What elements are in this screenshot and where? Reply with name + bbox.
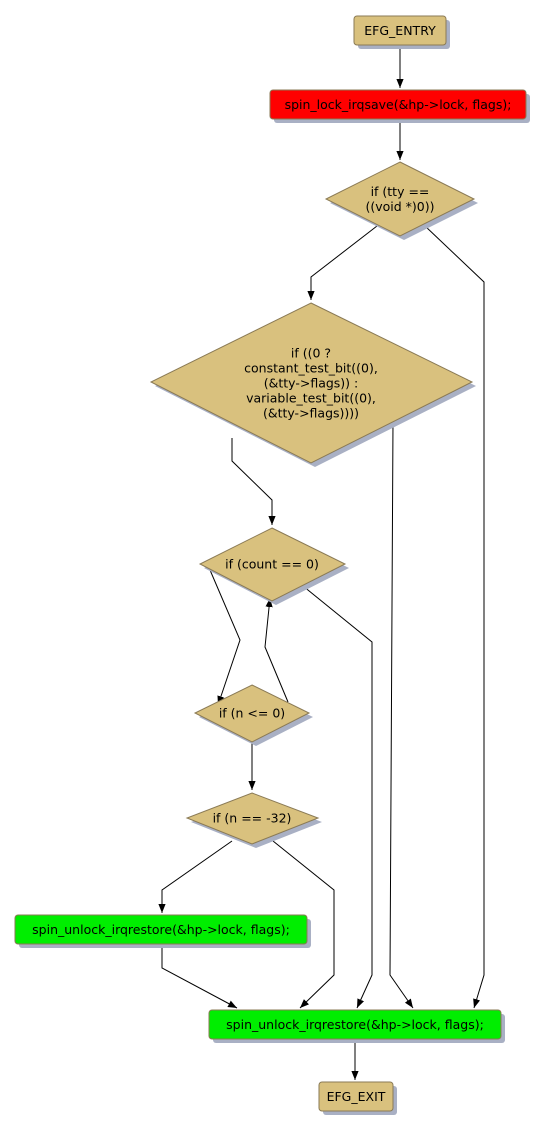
node-if-count-zero: if (count == 0) xyxy=(198,527,349,605)
node-spin-unlock-2: spin_unlock_irqrestore(&hp->lock, flags)… xyxy=(208,1009,505,1043)
node-if-n-eq-minus-32-label: if (n == -32) xyxy=(213,811,292,826)
edge-if-tty-to-if-test-bit xyxy=(307,225,378,300)
edge-if-n-le-to-if-count xyxy=(264,597,289,703)
node-if-n-le-zero: if (n <= 0) xyxy=(193,684,313,746)
node-efg-entry-label: EFG_ENTRY xyxy=(364,23,436,38)
node-if-count-zero-label: if (count == 0) xyxy=(225,557,319,572)
node-if-n-eq-minus-32: if (n == -32) xyxy=(185,792,322,848)
edge-unlock-1-to-unlock-2 xyxy=(161,945,238,1009)
edges xyxy=(158,44,485,1080)
edge-if-n-eq-to-unlock-2 xyxy=(272,840,335,1009)
edge-if-test-bit-to-unlock-2 xyxy=(389,420,414,1009)
node-if-tty-null-label: if (tty ==((void *)0)) xyxy=(365,184,434,214)
efg-entry-line-1: EFG_ENTRY xyxy=(364,23,436,38)
if-tty-line-1: if (tty == xyxy=(371,184,430,199)
if-test-bit-line-5: (&tty->flags)))) xyxy=(263,406,359,421)
if-count-line-1: if (count == 0) xyxy=(225,557,319,572)
node-spin-lock-irqsave-label: spin_lock_irqsave(&hp->lock, flags); xyxy=(285,97,512,112)
if-test-bit-line-3: (&tty->flags)) : xyxy=(264,376,359,391)
edge-if-n-eq-to-unlock-1 xyxy=(158,840,233,913)
unlock-1-line-1: spin_unlock_irqrestore(&hp->lock, flags)… xyxy=(32,922,290,937)
node-if-tty-null: if (tty ==((void *)0)) xyxy=(324,161,478,240)
if-tty-line-2: ((void *)0)) xyxy=(365,199,434,214)
edge-if-test-bit-to-if-count xyxy=(231,438,276,525)
node-if-test-bit: if ((0 ?constant_test_bit((0),(&tty->fla… xyxy=(149,302,476,467)
node-spin-unlock-1-label: spin_unlock_irqrestore(&hp->lock, flags)… xyxy=(32,922,290,937)
node-if-test-bit-label: if ((0 ?constant_test_bit((0),(&tty->fla… xyxy=(244,346,378,421)
edge-if-count-to-if-n-le xyxy=(209,569,241,706)
if-test-bit-line-4: variable_test_bit((0), xyxy=(246,391,376,406)
node-spin-unlock-1: spin_unlock_irqrestore(&hp->lock, flags)… xyxy=(14,914,311,948)
node-spin-lock-irqsave: spin_lock_irqsave(&hp->lock, flags); xyxy=(269,89,530,123)
unlock-2-line-1: spin_unlock_irqrestore(&hp->lock, flags)… xyxy=(226,1017,484,1032)
nodes: EFG_ENTRY spin_lock_irqsave(&hp->lock, f… xyxy=(14,15,530,1115)
node-efg-entry: EFG_ENTRY xyxy=(353,15,450,49)
edge-if-count-to-unlock-2 xyxy=(302,585,373,1009)
node-efg-exit-label: EFG_EXIT xyxy=(327,1089,386,1104)
if-n-le-line-1: if (n <= 0) xyxy=(219,706,285,721)
node-efg-exit: EFG_EXIT xyxy=(318,1081,397,1115)
efg-exit-line-1: EFG_EXIT xyxy=(327,1089,386,1104)
if-test-bit-line-2: constant_test_bit((0), xyxy=(244,361,378,376)
spin-lock-line-1: spin_lock_irqsave(&hp->lock, flags); xyxy=(285,97,512,112)
edge-if-tty-to-unlock-2 xyxy=(424,225,485,1009)
node-spin-unlock-2-label: spin_unlock_irqrestore(&hp->lock, flags)… xyxy=(226,1017,484,1032)
if-test-bit-line-1: if ((0 ? xyxy=(291,346,331,361)
node-if-n-le-zero-label: if (n <= 0) xyxy=(219,706,285,721)
if-n-eq-line-1: if (n == -32) xyxy=(213,811,292,826)
